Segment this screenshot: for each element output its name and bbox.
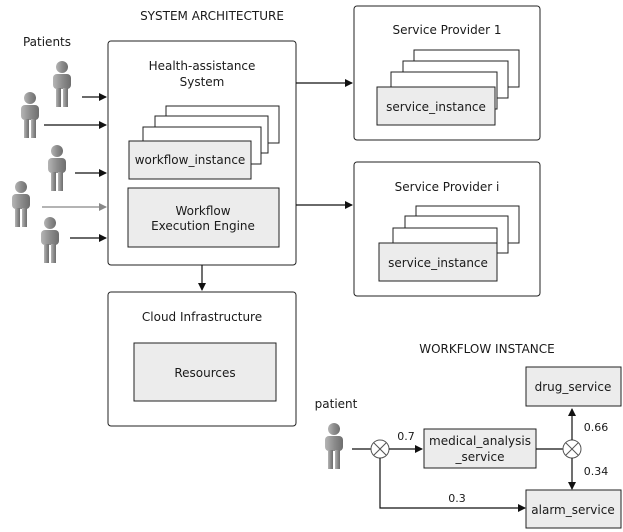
workflow-instance-label: workflow_instance: [135, 153, 246, 167]
architecture-heading: SYSTEM ARCHITECTURE: [140, 9, 284, 23]
engine-label-line1: Workflow: [175, 204, 230, 218]
patients-label: Patients: [23, 35, 71, 49]
drug-service: [525, 366, 622, 407]
xor-gateway-2: [562, 439, 582, 459]
provideri-instance-label: service_instance: [388, 256, 488, 270]
patient-person-icon: [41, 217, 59, 263]
prob-to-drug: 0.66: [584, 421, 609, 434]
patient-person-icon: [12, 181, 30, 227]
medical-label-line1: medical_analysis: [429, 434, 531, 448]
alarm-service: [525, 489, 622, 529]
health-system-title-line1: Health-assistance: [149, 59, 256, 73]
xor-gateway-1: [370, 439, 390, 459]
patient-person-icon: [53, 61, 71, 107]
provideri-title: Service Provider i: [395, 180, 500, 194]
patient-person-icon: [21, 92, 39, 138]
workflow-instance-box: [128, 140, 252, 180]
prob-to-alarm-direct: 0.3: [448, 492, 466, 505]
patient-person-icon: [48, 145, 66, 191]
provider1-title: Service Provider 1: [392, 23, 501, 37]
prob-to-alarm: 0.34: [584, 465, 609, 478]
workflow-heading: WORKFLOW INSTANCE: [419, 342, 554, 356]
drug-service-label: drug_service: [535, 380, 612, 394]
provider1-service-instance: [376, 86, 496, 126]
medical-analysis-service: [423, 428, 537, 469]
alarm-service-label: alarm_service: [531, 503, 614, 517]
workflow-execution-engine: [127, 187, 280, 248]
prob-to-medical: 0.7: [397, 430, 415, 443]
provider1-instance-label: service_instance: [386, 100, 486, 114]
resources-label: Resources: [174, 366, 235, 380]
cloud-title: Cloud Infrastructure: [142, 310, 262, 324]
provideri-service-instance: [378, 242, 498, 282]
resources-box: [133, 342, 277, 402]
workflow-patient-label: patient: [315, 397, 358, 411]
health-system-title-line2: System: [180, 75, 225, 89]
medical-label-line2: _service: [455, 450, 505, 464]
workflow-patient-icon: [325, 423, 343, 469]
engine-label-line2: Execution Engine: [151, 219, 255, 233]
gateway-to-alarm-arrow: [379, 458, 526, 512]
